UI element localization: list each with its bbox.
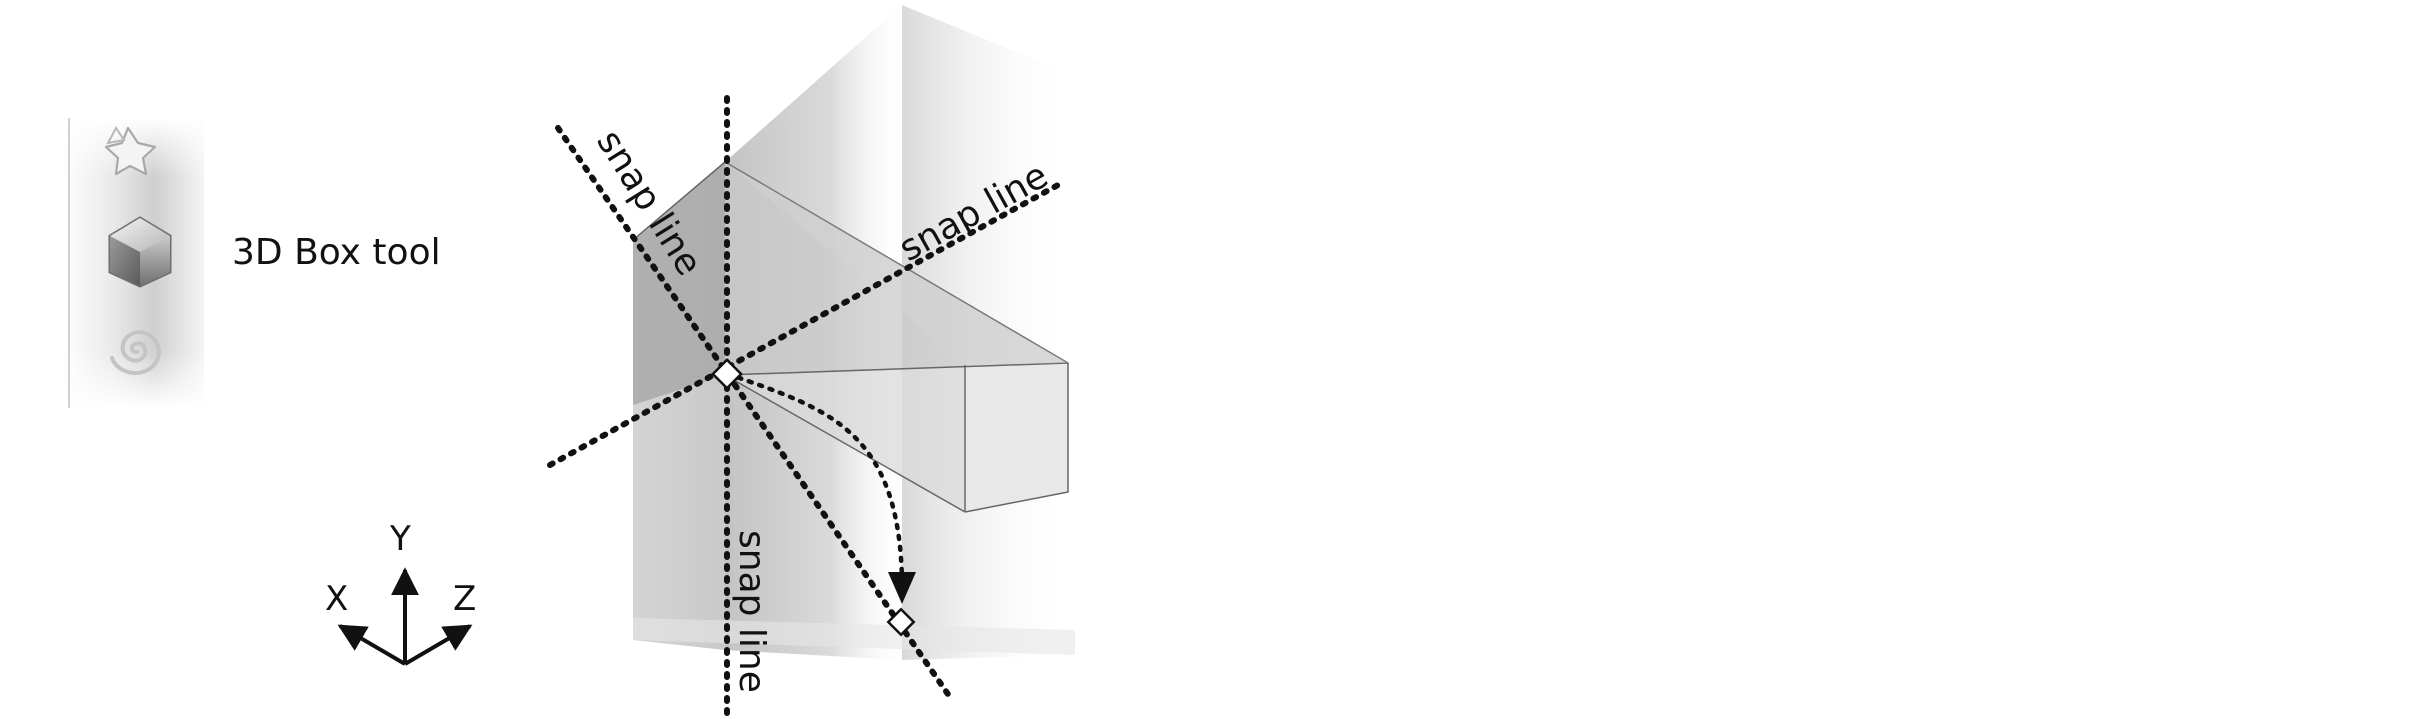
box-wireframe bbox=[632, 5, 1075, 660]
spiral-tool-button[interactable] bbox=[110, 330, 161, 375]
axis-z-label: Z bbox=[453, 579, 476, 619]
snap-line-diagonal-left bbox=[555, 125, 955, 703]
vanishing-point-handle-target[interactable] bbox=[886, 607, 916, 637]
star-tool-icon bbox=[104, 126, 157, 176]
3d-box-tool-icon bbox=[108, 216, 172, 288]
star-tool-button[interactable] bbox=[104, 126, 157, 176]
tool-callout-label: 3D Box tool bbox=[232, 232, 441, 273]
axis-indicator bbox=[337, 567, 473, 666]
snap-line-label-vertical: snap line bbox=[731, 530, 772, 693]
snap-lines bbox=[547, 95, 1061, 718]
drag-arrowhead bbox=[888, 572, 916, 604]
snap-line-diagonal-right bbox=[547, 182, 1061, 468]
drag-arrow bbox=[725, 371, 905, 603]
3d-box-tool-button[interactable] bbox=[108, 216, 172, 288]
axis-x-label: X bbox=[325, 579, 348, 619]
spiral-tool-icon bbox=[110, 330, 161, 375]
vanishing-point-handle-origin[interactable] bbox=[711, 358, 743, 390]
axis-y-label: Y bbox=[389, 519, 411, 559]
